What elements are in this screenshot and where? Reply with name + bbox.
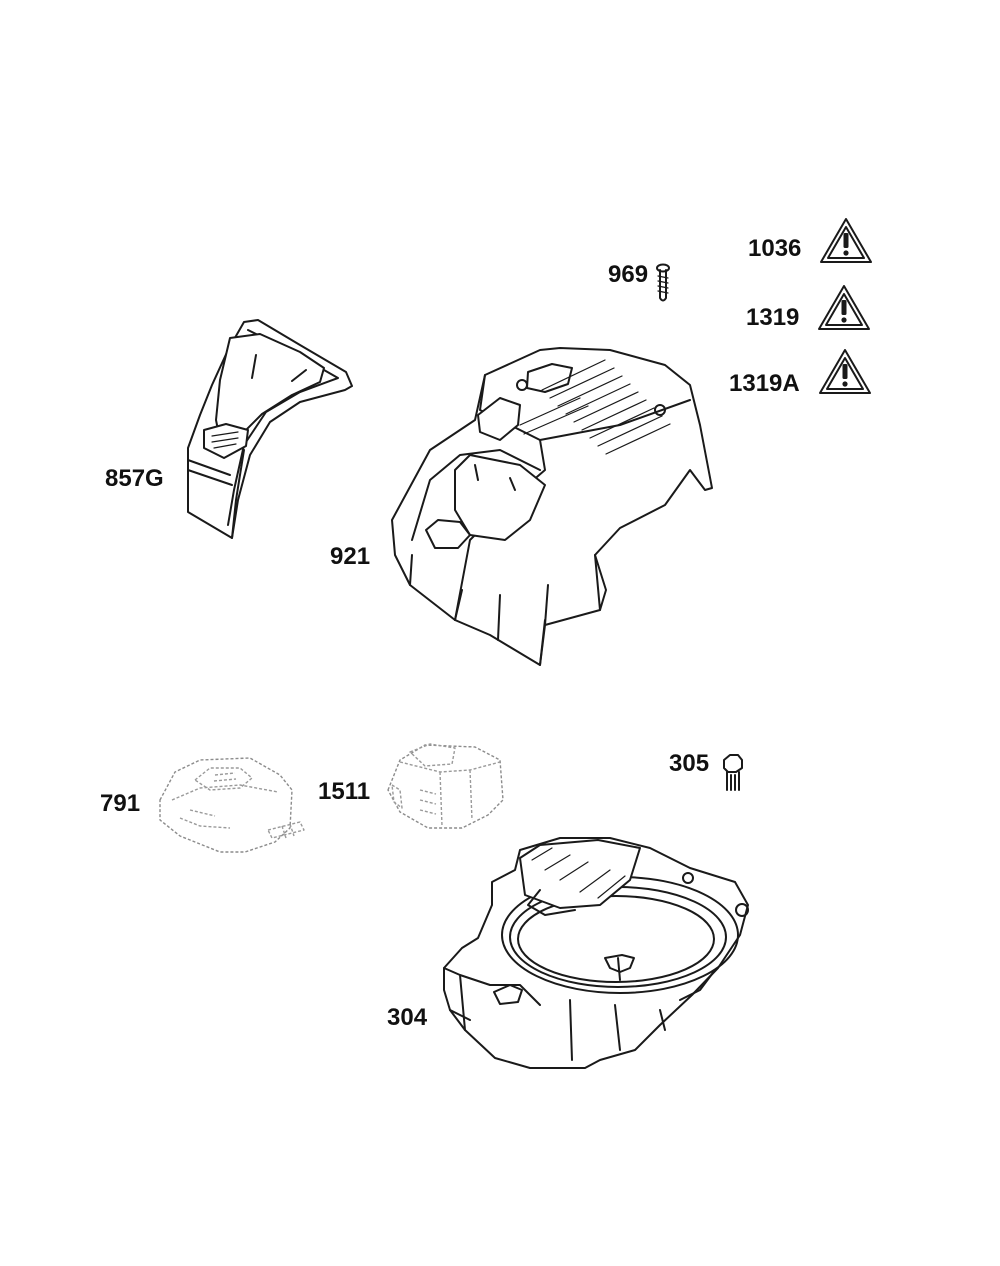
part-label-304: 304: [387, 1004, 428, 1031]
warning-icon-1319: [818, 285, 870, 330]
front-panel-857G-part: [187, 319, 353, 539]
part-label-791: 791: [100, 790, 141, 817]
part-label-305: 305: [669, 750, 710, 777]
part-label-1036: 1036: [748, 235, 802, 262]
charger-791-part: [159, 757, 305, 853]
part-label-1319: 1319: [746, 304, 800, 331]
warning-icon-1319A: [819, 349, 871, 394]
bolt-305-part: [723, 754, 743, 791]
part-label-1319A: 1319A: [729, 370, 800, 397]
part-label-969: 969: [608, 261, 649, 288]
battery-1511-part: [387, 743, 504, 829]
blower-housing-304-part: [443, 837, 749, 1069]
blower-cover-921-part: [391, 347, 713, 666]
warning-icon-1036: [820, 218, 872, 263]
screw-969-part: [656, 263, 670, 302]
part-label-857G: 857G: [105, 465, 164, 492]
part-label-921: 921: [330, 543, 371, 570]
part-label-1511: 1511: [318, 778, 371, 805]
